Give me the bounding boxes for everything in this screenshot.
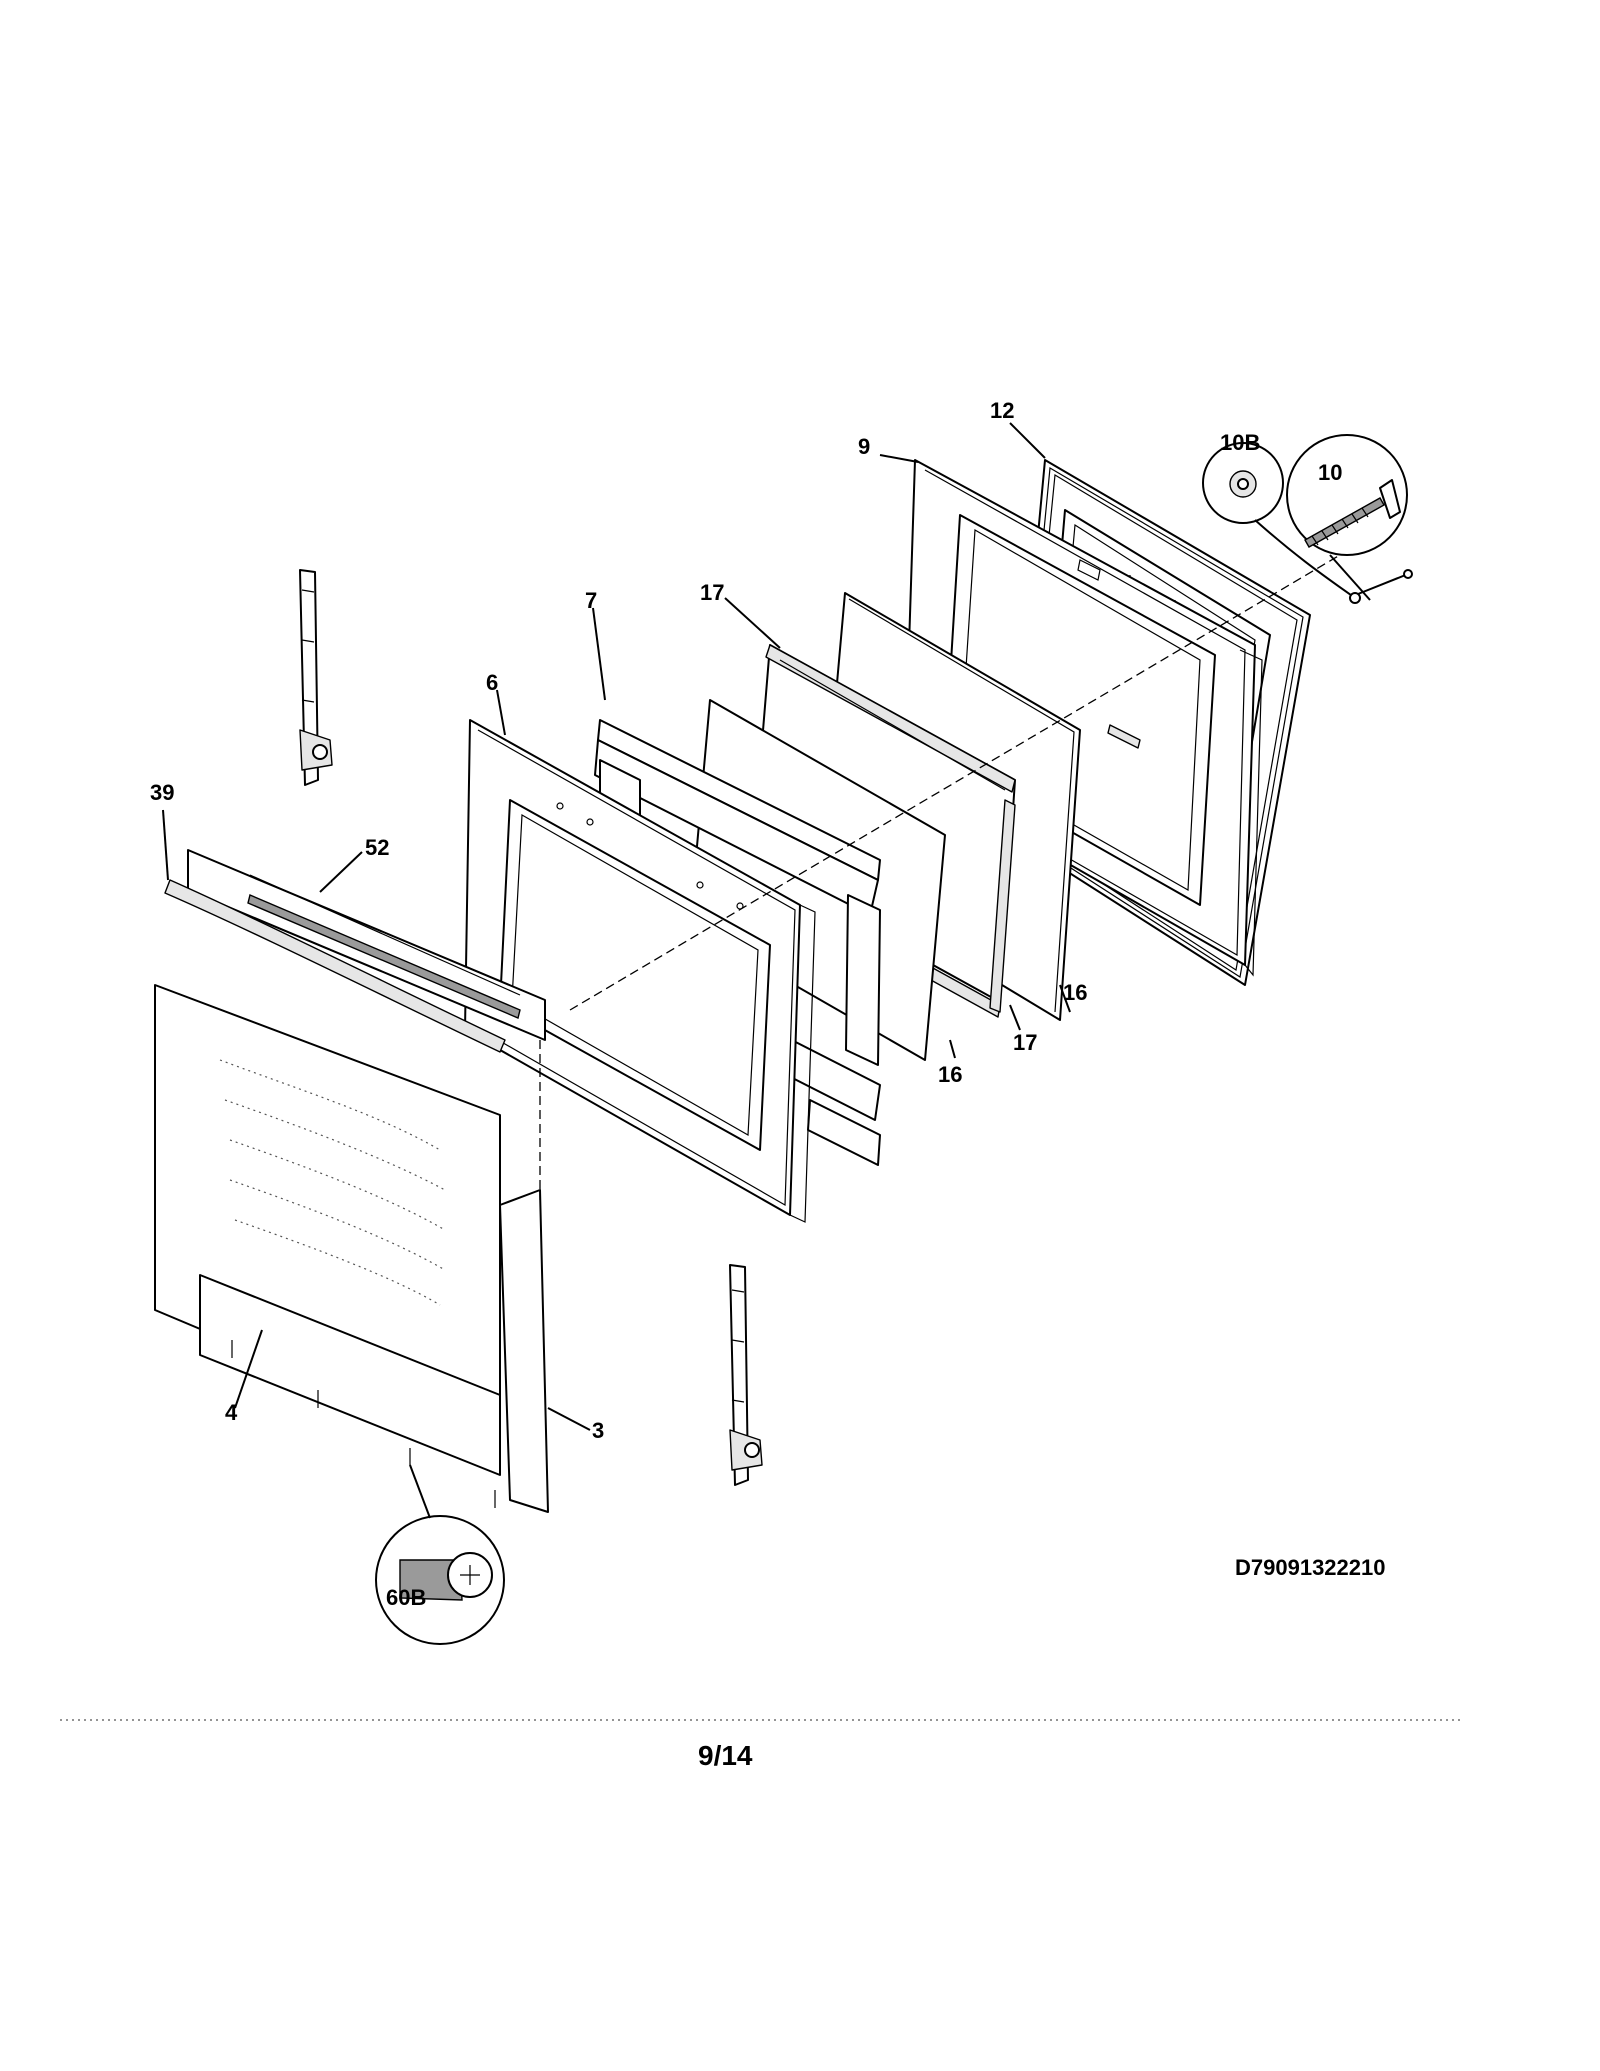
screw-60b-icon — [399, 1559, 463, 1601]
upper-hinge — [299, 569, 333, 786]
callout-39: 39 — [150, 780, 174, 805]
callout-6: 6 — [486, 670, 498, 695]
callout-3: 3 — [592, 1418, 604, 1443]
leader-10b — [1254, 519, 1356, 599]
callout-16-rear: 16 — [1063, 980, 1087, 1005]
leader-lines — [162, 422, 1071, 1431]
detail-circle-10-outline — [1286, 434, 1408, 556]
callout-60b: 60B — [386, 1585, 426, 1610]
callout-4: 4 — [225, 1400, 238, 1425]
callout-17-top: 17 — [700, 580, 724, 605]
page-number: 9/14 — [698, 1740, 753, 1771]
lower-hinge — [729, 1264, 763, 1486]
small-screw-10 — [1349, 569, 1413, 604]
detail-circle-10 — [1286, 434, 1408, 556]
outer-door-part-3 — [154, 984, 549, 1513]
callout-7: 7 — [585, 588, 597, 613]
drawing-code: D79091322210 — [1235, 1555, 1385, 1580]
detail-circle-10b-outline — [1202, 442, 1284, 524]
assembly-centerline — [569, 554, 1341, 1011]
callout-10: 10 — [1318, 460, 1342, 485]
callout-17-bottom: 17 — [1013, 1030, 1037, 1055]
leader-60b — [409, 1464, 431, 1519]
callout-52: 52 — [365, 835, 389, 860]
door-frame-part-6 — [464, 719, 816, 1223]
callout-12: 12 — [990, 398, 1014, 423]
detail-circle-10b — [1202, 442, 1284, 524]
detail-circle-60b — [375, 1515, 505, 1645]
panel-slot — [1077, 559, 1101, 581]
detail-circle-60b-outline — [375, 1515, 505, 1645]
callout-16-front: 16 — [938, 1062, 962, 1087]
callout-10b: 10B — [1220, 430, 1260, 455]
door-screws — [231, 1340, 496, 1508]
callout-9: 9 — [858, 434, 870, 459]
door-handle-part-39 — [164, 849, 546, 1053]
